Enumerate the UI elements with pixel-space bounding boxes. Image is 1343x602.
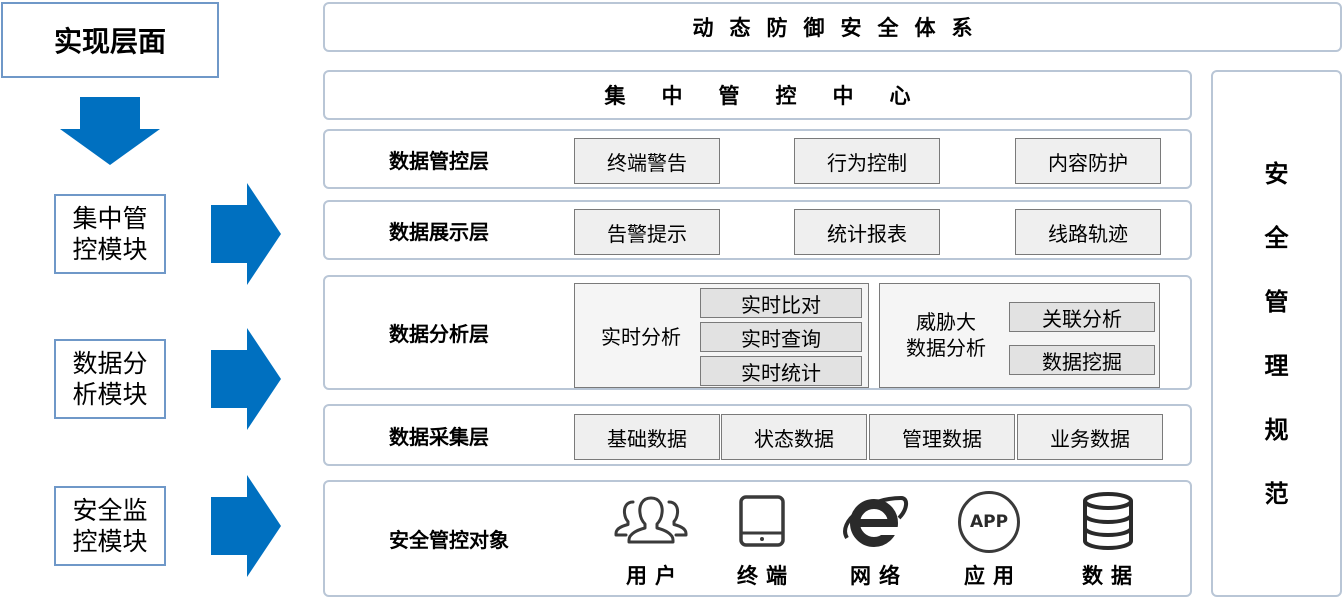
realtime-query-box: 实时查询: [700, 322, 862, 352]
right-arrow-icon: [211, 475, 281, 577]
down-arrow-icon: [60, 97, 160, 165]
vertical-char: 管: [1264, 288, 1289, 316]
layer-security-objects: 安全管控对象 用户 终端 网络 APP 应用 数据: [323, 480, 1192, 597]
module-data-analysis: 数据分 析模块: [54, 339, 166, 419]
object-label-data: 数据: [1082, 564, 1140, 588]
app-icon: APP: [958, 491, 1020, 553]
layer-label: 数据展示层: [389, 219, 489, 244]
content-protection-box: 内容防护: [1015, 138, 1161, 184]
layer-data-analysis: 数据分析层 实时分析 实时比对 实时查询 实时统计 威胁大 数据分析 关联分析 …: [323, 275, 1192, 390]
layer-label: 数据采集层: [389, 424, 489, 449]
database-icon: [1083, 492, 1133, 550]
vertical-char: 全: [1264, 224, 1289, 252]
object-label-users: 用户: [626, 564, 684, 588]
behavior-control-box: 行为控制: [794, 138, 940, 184]
realtime-analysis-label: 实时分析: [601, 324, 681, 349]
right-arrow-icon: [211, 183, 281, 285]
vertical-char: 范: [1264, 480, 1289, 508]
alarm-prompt-box: 告警提示: [574, 209, 720, 255]
realtime-statistics-box: 实时统计: [700, 356, 862, 386]
realtime-compare-box: 实时比对: [700, 288, 862, 318]
object-label-network: 网络: [850, 564, 908, 588]
business-data-box: 业务数据: [1017, 414, 1163, 460]
users-icon: [614, 496, 688, 544]
module-centralized-control: 集中管 控模块: [54, 194, 166, 274]
module-security-monitoring: 安全监 控模块: [54, 486, 166, 566]
vertical-char: 规: [1264, 416, 1289, 444]
vertical-char: 理: [1264, 352, 1289, 380]
control-center-bar: 集中管控中心: [323, 70, 1192, 120]
route-track-box: 线路轨迹: [1015, 209, 1161, 255]
threat-big-data-group: 威胁大 数据分析 关联分析 数据挖掘: [879, 283, 1160, 388]
status-data-box: 状态数据: [721, 414, 867, 460]
security-standards-panel: 安全管理规范: [1211, 70, 1342, 597]
level-title: 实现层面: [1, 2, 219, 78]
right-arrow-icon: [211, 328, 281, 430]
data-mining-box: 数据挖掘: [1009, 345, 1155, 375]
security-standards-text: 安全管理规范: [1213, 158, 1340, 542]
dynamic-defense-banner: 动态防御安全体系: [323, 2, 1342, 52]
vertical-char: 安: [1264, 160, 1289, 188]
object-label-terminal: 终端: [737, 564, 795, 588]
layer-data-management: 数据管控层 终端警告 行为控制 内容防护: [323, 129, 1192, 189]
realtime-analysis-group: 实时分析 实时比对 实时查询 实时统计: [574, 283, 869, 388]
statistics-report-box: 统计报表: [794, 209, 940, 255]
layer-data-display: 数据展示层 告警提示 统计报表 线路轨迹: [323, 200, 1192, 260]
layer-label: 数据分析层: [389, 322, 489, 346]
basic-data-box: 基础数据: [574, 414, 720, 460]
management-data-box: 管理数据: [869, 414, 1015, 460]
tablet-icon: [739, 495, 785, 547]
layer-label: 数据管控层: [389, 148, 489, 173]
terminal-warning-box: 终端警告: [574, 138, 720, 184]
layer-label: 安全管控对象: [389, 528, 509, 552]
object-label-application: 应用: [964, 564, 1022, 588]
layer-data-collection: 数据采集层 基础数据 状态数据 管理数据 业务数据: [323, 404, 1192, 466]
threat-analysis-label: 威胁大 数据分析: [906, 310, 986, 360]
correlation-analysis-box: 关联分析: [1009, 302, 1155, 332]
internet-explorer-icon: [843, 495, 908, 547]
